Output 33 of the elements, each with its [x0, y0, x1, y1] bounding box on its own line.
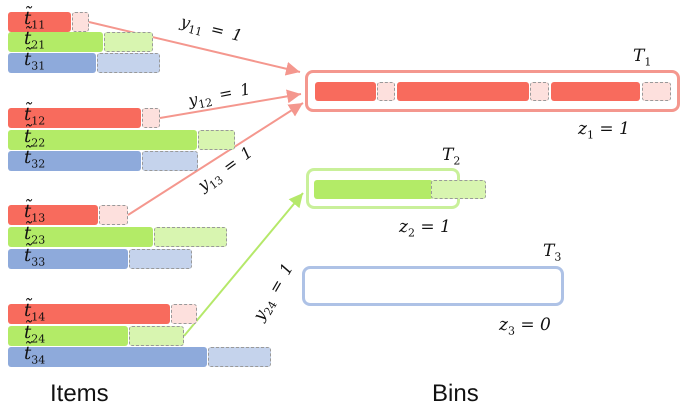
bin-label: T$_{3}$: [543, 241, 562, 261]
slack-box: [431, 180, 486, 199]
edge-label: y$_{12}$ = 1: [186, 80, 253, 110]
arrow: [183, 192, 304, 337]
section-label: Bins: [432, 380, 479, 408]
bin-used-label: z$_{3}$ = 0: [499, 315, 551, 335]
item-bar: [314, 180, 433, 199]
slack-box: [142, 151, 198, 171]
item-bar: [397, 82, 529, 101]
slack-box: [129, 249, 192, 269]
arrow: [160, 89, 302, 119]
slack-box: [198, 130, 235, 150]
item-bar: [315, 82, 376, 101]
slack-box: [97, 53, 160, 73]
slack-box: [142, 108, 160, 128]
slack-box: [99, 205, 128, 225]
bin-label: T$_{2}$: [442, 145, 460, 165]
slack-box: [171, 304, 197, 324]
slack-box: [154, 227, 227, 247]
slack-box: [208, 347, 271, 367]
slack-box: [530, 82, 549, 101]
section-label: Items: [50, 380, 109, 408]
arrow: [127, 102, 304, 216]
slack-box: [377, 82, 395, 101]
item-bar: [551, 82, 640, 101]
slack-box: [129, 326, 184, 346]
bin-used-label: z$_{1}$ = 1: [578, 119, 630, 139]
arrow: [88, 21, 300, 76]
bin-used-label: z$_{2}$ = 1: [399, 217, 451, 237]
slack-box: [104, 32, 153, 52]
bin-label: T$_{1}$: [633, 46, 652, 66]
slack-box: [642, 82, 671, 101]
slack-box: [72, 12, 89, 32]
